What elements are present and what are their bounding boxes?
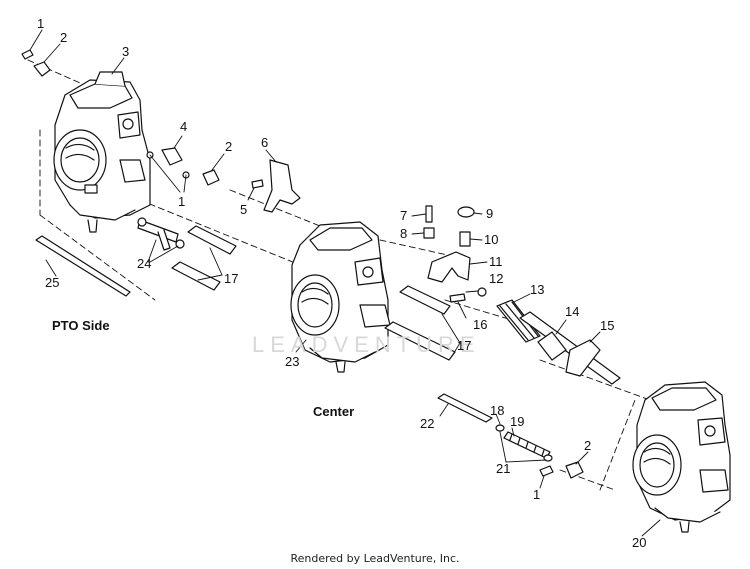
callout-25: 25 [45,275,60,290]
callout-1: 1 [37,16,45,31]
callout-21: 21 [496,461,511,476]
callout-24: 24 [137,256,152,271]
callout-8: 8 [400,226,408,241]
callout-16: 16 [473,317,488,332]
callout-11: 11 [489,254,503,269]
callout-7: 7 [400,208,408,223]
callout-15: 15 [600,318,615,333]
small-hardware [21,49,621,479]
callout-3: 3 [122,44,130,59]
footer-credit: Rendered by LeadVenture, Inc. [290,552,460,565]
callout-10: 10 [484,232,499,247]
callout-22: 22 [420,416,435,431]
section-label-center: Center [313,404,355,419]
callout-12: 12 [489,271,504,286]
callout-17-b: 17 [457,338,472,353]
callout-17: 17 [224,271,239,286]
watermark: LEADVENTURE [252,332,481,357]
callout-4: 4 [180,119,188,134]
callout-20: 20 [632,535,647,550]
callout-2: 2 [60,30,68,45]
callout-2-b: 2 [225,139,233,154]
callout-9: 9 [486,206,494,221]
carburetor-mag [632,381,731,533]
callout-18: 18 [490,403,505,418]
callout-14: 14 [565,304,580,319]
carburetor-pto [53,71,151,233]
callout-1-b: 1 [178,194,186,209]
section-label-pto: PTO Side [52,318,110,333]
callout-23: 23 [285,354,300,369]
callout-2-c: 2 [584,438,592,453]
leader-lines [29,29,661,537]
callout-1-c: 1 [533,487,541,502]
carburetor-center [290,221,391,373]
callout-13: 13 [530,282,545,297]
callout-19: 19 [510,414,525,429]
callout-5: 5 [240,202,248,217]
callout-6: 6 [261,135,269,150]
